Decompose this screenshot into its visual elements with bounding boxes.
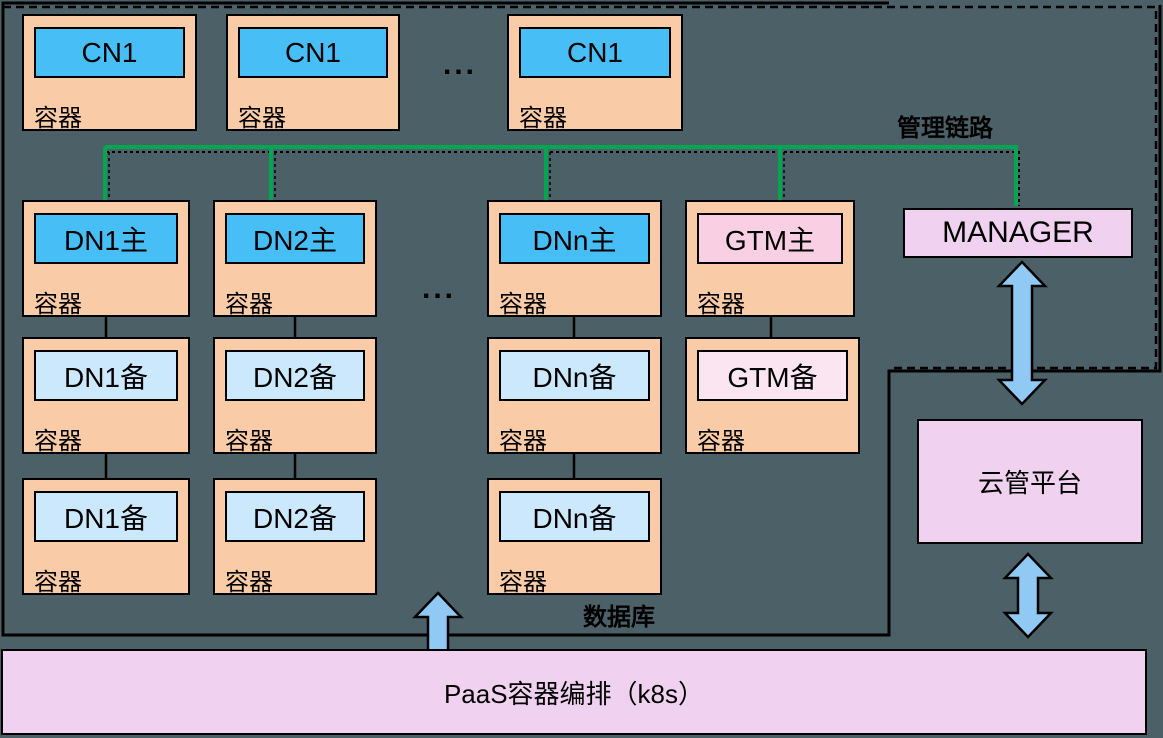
container-box-dn1-standby1: DN1备 容器: [22, 337, 190, 455]
management-link-drop-shadows: [108, 152, 785, 204]
container-label: 容器: [499, 291, 547, 318]
management-link-shadow: [106, 151, 1020, 206]
node-dn2-standby2: DN2备: [225, 491, 365, 542]
container-label: 容器: [238, 105, 286, 132]
node-cn1-a: CN1: [34, 27, 185, 78]
container-label: 容器: [225, 291, 273, 318]
node-dnn-standby2: DNn备: [499, 491, 650, 542]
node-dn1-primary: DN1主: [34, 213, 178, 264]
arrow-manager-cloud: [996, 260, 1048, 406]
cloud-platform-box: 云管平台: [917, 419, 1143, 544]
node-dn2-primary: DN2主: [225, 213, 365, 264]
container-label: 容器: [697, 291, 745, 318]
container-box-dn1-primary: DN1主 容器: [22, 200, 190, 318]
node-cn1-c: CN1: [519, 27, 671, 78]
ellipsis-top-row: ...: [443, 48, 478, 81]
container-box-dn2-standby1: DN2备 容器: [213, 337, 377, 455]
container-label: 容器: [34, 428, 82, 455]
container-box-cn-1: CN1 容器: [22, 14, 197, 132]
node-dn1-standby1: DN1备: [34, 350, 178, 401]
container-label: 容器: [697, 428, 745, 455]
container-label: 容器: [34, 569, 82, 596]
container-box-gtm-standby: GTM备 容器: [685, 337, 860, 455]
container-box-dn2-primary: DN2主 容器: [213, 200, 377, 318]
database-label: 数据库: [583, 604, 655, 631]
container-box-cn-2: CN1 容器: [226, 14, 400, 132]
replication-connectors: [104, 317, 773, 478]
manager-box: MANAGER: [903, 208, 1133, 258]
paas-bar-label: PaaS容器编排（k8s）: [443, 678, 705, 709]
container-box-dn1-standby2: DN1备 容器: [22, 478, 190, 596]
node-cn1-b: CN1: [238, 27, 388, 78]
container-label: 容器: [499, 428, 547, 455]
node-dn1-standby2: DN1备: [34, 491, 178, 542]
paas-bar: PaaS容器编排（k8s）: [1, 649, 1147, 735]
container-label: 容器: [225, 569, 273, 596]
container-label: 容器: [34, 291, 82, 318]
container-box-dnn-standby1: DNn备 容器: [487, 337, 662, 455]
node-dnn-primary: DNn主: [499, 213, 650, 264]
node-gtm-primary: GTM主: [697, 213, 843, 264]
cloud-platform-label: 云管平台: [977, 468, 1082, 498]
ellipsis-dn-row: ...: [422, 272, 457, 305]
management-link-line: [105, 145, 1018, 206]
container-box-gtm-primary: GTM主 容器: [685, 200, 855, 318]
manager-label: MANAGER: [942, 216, 1094, 249]
arrow-cloud-paas: [1002, 552, 1054, 639]
management-link-label: 管理链路: [897, 115, 993, 142]
container-label: 容器: [519, 105, 567, 132]
container-box-dnn-primary: DNn主 容器: [487, 200, 662, 318]
container-box-dn2-standby2: DN2备 容器: [213, 478, 377, 596]
node-gtm-standby: GTM备: [697, 350, 848, 401]
container-label: 容器: [225, 428, 273, 455]
container-label: 容器: [34, 105, 82, 132]
container-box-dnn-standby2: DNn备 容器: [487, 478, 662, 596]
management-link-drops: [103, 147, 782, 204]
container-label: 容器: [499, 569, 547, 596]
node-dn2-standby1: DN2备: [225, 350, 365, 401]
container-box-cn-3: CN1 容器: [507, 14, 683, 132]
node-dnn-standby1: DNn备: [499, 350, 650, 401]
